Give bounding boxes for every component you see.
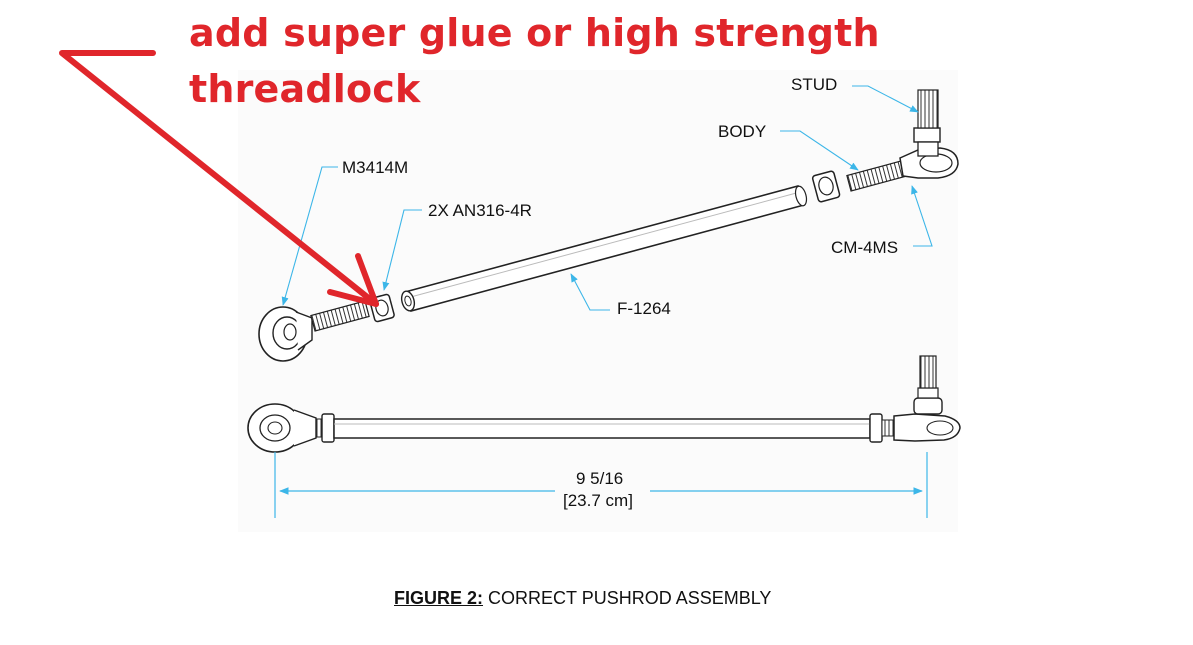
dimension-lines (274, 452, 928, 518)
annotation-line-2: threadlock (189, 67, 421, 111)
red-annotation-arrow (59, 50, 379, 307)
rod-end-eye (258, 306, 313, 362)
callout-ball-joint: CM-4MS (831, 238, 899, 257)
jam-nut-right (811, 170, 841, 203)
assembled-ball-joint (869, 355, 961, 443)
caption-lead: FIGURE 2: (394, 588, 484, 608)
callout-tube: F-1264 (617, 299, 671, 318)
ball-joint-housing (899, 89, 959, 179)
rod-end-thread (310, 300, 370, 332)
callout-jam-nuts: 2X AN316-4R (428, 201, 532, 220)
assembled-rod-end (247, 403, 335, 453)
dimension-metric: [23.7 cm] (563, 491, 633, 510)
annotation-line-1: add super glue or high strength (189, 11, 880, 55)
callout-body: BODY (718, 122, 767, 141)
assembled-tube (333, 418, 871, 439)
callout-rod-end: M3414M (342, 158, 409, 177)
ball-joint-thread (846, 160, 906, 192)
caption-text: CORRECT PUSHROD ASSEMBLY (483, 588, 772, 608)
callout-stud: STUD (791, 75, 838, 94)
figure-caption: FIGURE 2: CORRECT PUSHROD ASSEMBLY (394, 588, 771, 609)
dimension-length: 9 5/16 (576, 469, 624, 488)
callout-leaders (281, 85, 933, 311)
pushrod-tube (400, 185, 808, 312)
